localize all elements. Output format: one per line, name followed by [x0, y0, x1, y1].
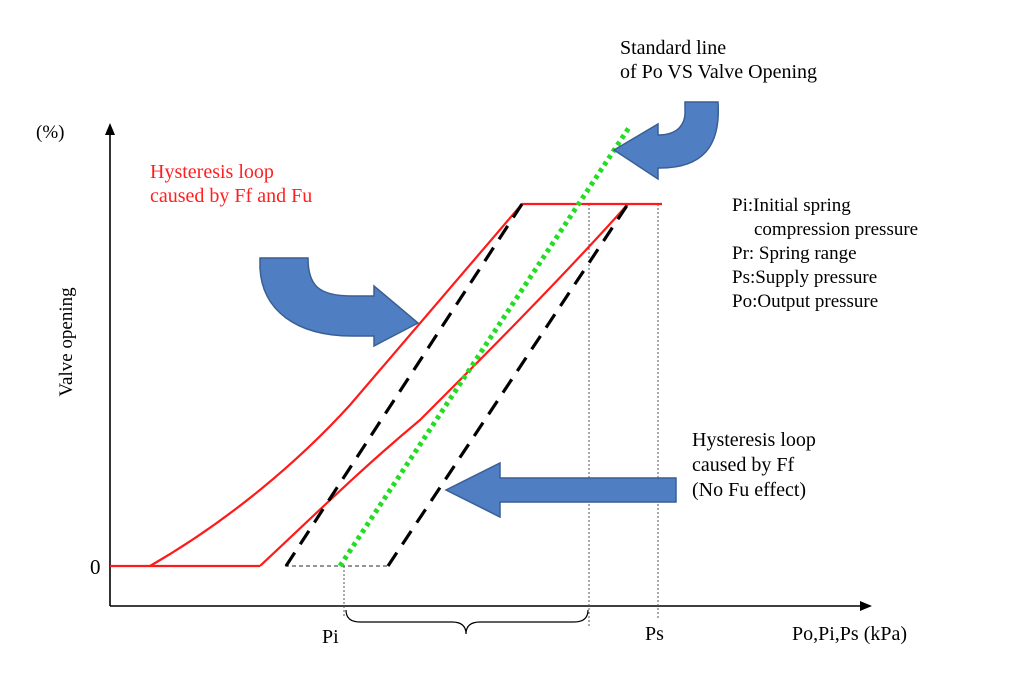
spring-range-brace [345, 609, 589, 635]
legend-pi-line-2: compression pressure [754, 219, 918, 240]
straight-arrow-to-dashed-loop [444, 461, 677, 519]
y-unit-label: (%) [36, 122, 64, 143]
dashed-loop-right-line [386, 203, 630, 567]
ps-tick-label: Ps [645, 623, 664, 645]
hysteresis-loop-ff-fu [110, 202, 662, 568]
legend-pi-line-1: Pi:Initial spring [732, 195, 851, 216]
standard-line-label-1: Standard line [620, 37, 726, 59]
x-axis-label: Po,Pi,Ps (kPa) [792, 623, 907, 645]
legend-po: Po:Output pressure [732, 291, 878, 312]
legend-ps: Ps:Supply pressure [732, 267, 877, 288]
y-zero-label: 0 [90, 555, 101, 579]
legend-pr: Pr: Spring range [732, 243, 857, 264]
loop-ff-label-2: caused by Ff [692, 454, 795, 476]
y-axis-label: Valve opening [56, 287, 77, 397]
loop-ff-fu-label-2: caused by Ff and Fu [150, 185, 312, 207]
standard-line-label-2: of Po VS Valve Opening [620, 61, 817, 83]
dashed-loop-left-line [284, 203, 524, 567]
curved-arrow-to-red-loop [259, 257, 420, 348]
loop-ff-label-1: Hysteresis loop [692, 429, 816, 451]
loop-ff-fu-label-1: Hysteresis loop [150, 161, 274, 183]
legend: Pi:Initial spring compression pressure P… [732, 195, 918, 312]
curved-arrow-to-standard-line [612, 101, 719, 181]
red-loop-rising-curve [149, 202, 662, 567]
hysteresis-loop-ff [284, 203, 630, 567]
red-loop-falling-curve [259, 203, 629, 567]
loop-ff-label-3: (No Fu effect) [692, 479, 806, 501]
pi-tick-label: Pi [322, 626, 339, 648]
